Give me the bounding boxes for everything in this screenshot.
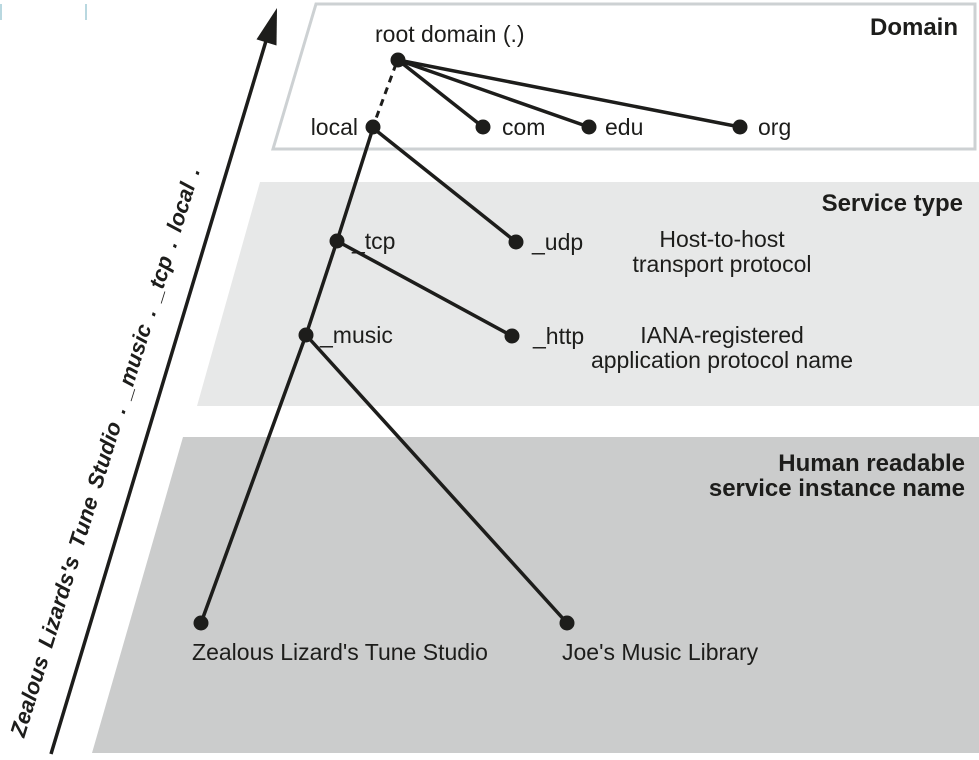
band-title-domain: Domain xyxy=(869,14,958,41)
annotation-transport-protocol: Host-to-host transport protocol xyxy=(592,227,852,277)
tree-edge-local-tcp xyxy=(335,126,375,243)
node-label-zealous: Zealous Lizard's Tune Studio xyxy=(192,639,488,665)
node-label-udp: _udp xyxy=(532,229,584,255)
node-label-com: com xyxy=(502,114,546,140)
tree-edge-tcp-http xyxy=(335,239,514,338)
annotation-application-protocol: IANA-registered application protocol nam… xyxy=(582,323,862,373)
node-dot-http xyxy=(504,328,520,344)
annotation-application-line1: IANA-registered xyxy=(640,322,804,348)
node-dot-org xyxy=(732,119,748,135)
node-label-local: local xyxy=(310,114,358,140)
tree-edge-root-edu xyxy=(396,58,591,129)
node-label-root: root domain (.) xyxy=(375,21,525,47)
band-domain xyxy=(270,2,977,151)
tree-edge-music-zealous xyxy=(199,333,308,625)
node-label-tcp: _tcp xyxy=(352,228,396,254)
band-title-instance-line2: service instance name xyxy=(708,475,965,502)
node-label-edu: edu xyxy=(605,114,644,140)
node-dot-local xyxy=(365,119,381,135)
band-title-instance-line1: Human readable xyxy=(778,450,965,477)
calibration-tick-left xyxy=(0,4,2,20)
annotation-transport-line2: transport protocol xyxy=(632,251,812,277)
node-label-http: _http xyxy=(533,323,585,349)
axis-arrow-head xyxy=(256,8,277,46)
annotation-transport-line1: Host-to-host xyxy=(659,226,785,252)
node-dot-zealous xyxy=(193,615,209,631)
node-label-org: org xyxy=(758,114,792,140)
calibration-tick-right xyxy=(85,4,87,20)
node-label-music: _music xyxy=(320,322,393,348)
node-label-joes: Joe's Music Library xyxy=(562,639,759,665)
node-dot-udp xyxy=(508,234,524,250)
tree-edge-local-udp xyxy=(371,126,518,244)
node-dot-joes xyxy=(559,615,575,631)
tree-edge-music-joes xyxy=(304,333,569,625)
band-service-type xyxy=(197,182,979,406)
band-title-service-type: Service type xyxy=(821,190,963,217)
node-dot-com xyxy=(475,119,491,135)
node-dot-edu xyxy=(581,119,597,135)
node-dot-music xyxy=(298,327,314,343)
tree-edge-root-com xyxy=(396,58,485,129)
axis-arrow-line xyxy=(49,30,271,755)
band-title-instance-name: Human readable service instance name xyxy=(709,451,965,501)
annotation-application-line2: application protocol name xyxy=(590,347,854,373)
tree-edge-root-local-dashed xyxy=(372,63,398,125)
band-instance-name xyxy=(92,437,979,753)
tree-edge-tcp-music xyxy=(304,239,339,337)
tree-edge-root-org xyxy=(396,58,742,129)
node-dot-tcp xyxy=(329,233,345,249)
node-dot-root xyxy=(390,52,406,68)
